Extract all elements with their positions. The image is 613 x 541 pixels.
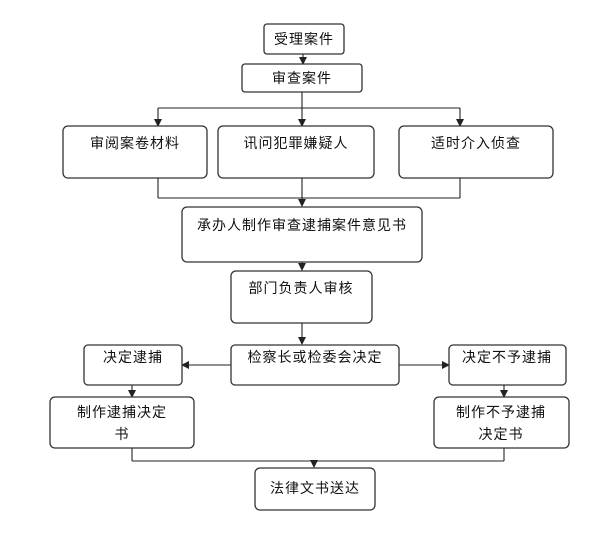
node-accept-case-label: 受理案件 — [274, 31, 334, 48]
node-accept-case: 受理案件 — [263, 23, 345, 55]
node-decide-no-arrest-label: 决定不予逮捕 — [462, 350, 552, 366]
node-decide-arrest: 决定逮捕 — [83, 344, 183, 386]
node-interrogate: 讯问犯罪嫌疑人 — [217, 125, 375, 179]
node-intervene: 适时介入侦查 — [398, 125, 554, 179]
node-make-no-arrest-doc: 制作不予逮捕 决定书 — [433, 396, 570, 449]
node-chief-decide: 检察长或检委会决定 — [230, 344, 400, 386]
node-decide-arrest-label: 决定逮捕 — [103, 350, 163, 366]
node-decide-no-arrest: 决定不予逮捕 — [448, 344, 567, 386]
node-opinion: 承办人制作审查逮捕案件意见书 — [181, 206, 423, 263]
node-chief-decide-label: 检察长或检委会决定 — [248, 349, 383, 366]
node-dept-review: 部门负责人审核 — [230, 270, 373, 324]
node-review-case-label: 审查案件 — [272, 70, 332, 87]
node-interrogate-label: 讯问犯罪嫌疑人 — [244, 136, 349, 152]
node-make-no-arrest-doc-label-line2: 决定书 — [479, 427, 524, 443]
node-opinion-label: 承办人制作审查逮捕案件意见书 — [197, 217, 407, 234]
node-dept-review-label: 部门负责人审核 — [249, 281, 354, 297]
node-make-arrest-doc: 制作逮捕决定 书 — [49, 396, 195, 449]
connectors — [128, 54, 508, 468]
node-make-no-arrest-doc-label-line1: 制作不予逮捕 — [456, 405, 546, 421]
node-intervene-label: 适时介入侦查 — [431, 136, 521, 152]
node-read-files: 审阅案卷材料 — [62, 125, 208, 179]
node-make-arrest-doc-label-line2: 书 — [115, 427, 130, 443]
node-make-arrest-doc-label-line1: 制作逮捕决定 — [77, 405, 167, 421]
node-read-files-label: 审阅案卷材料 — [90, 135, 180, 152]
node-review-case: 审查案件 — [241, 63, 363, 93]
node-deliver: 法律文书送达 — [254, 467, 376, 511]
node-deliver-label: 法律文书送达 — [270, 481, 360, 497]
